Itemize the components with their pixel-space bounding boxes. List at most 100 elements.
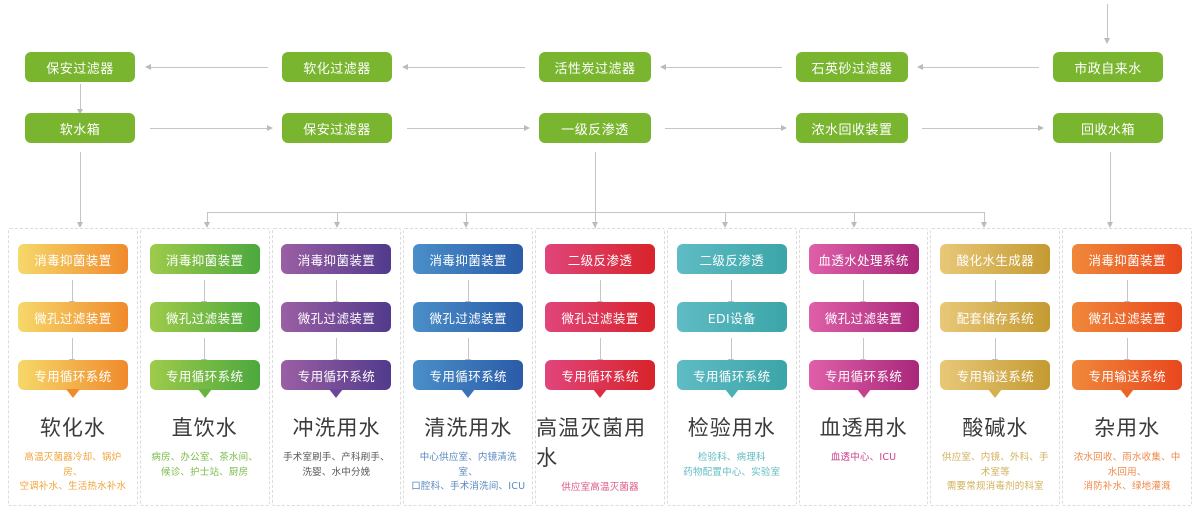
bus-arrow-col1 bbox=[76, 222, 83, 228]
inflow-line bbox=[1107, 4, 1108, 40]
arrow-line-r1-b bbox=[407, 67, 525, 68]
step-connector-sterilization-water-2 bbox=[596, 338, 603, 365]
column-description-laboratory-water: 检验科、病理科药物配置中心、实验室 bbox=[683, 452, 781, 478]
arrow-head-r1-a bbox=[145, 63, 151, 70]
step-dialysis-water-2[interactable]: 微孔过滤装置 bbox=[808, 302, 919, 332]
column-description-acid-alkali-water: 供应室、内镜、外科、手术室等需要常规消毒剂的科室 bbox=[942, 452, 1049, 493]
arrow-line-r2-b bbox=[407, 128, 525, 129]
bus-drop-col4 bbox=[466, 212, 467, 224]
step-drinking-water-2[interactable]: 微孔过滤装置 bbox=[149, 302, 260, 332]
usage-column-drinking-water: 消毒抑菌装置微孔过滤装置专用循环系统直饮水病房、办公室、茶水间、候诊、护士站、厨… bbox=[139, 228, 270, 506]
step-connector-drinking-water-1 bbox=[201, 280, 208, 307]
bus-drop-col6 bbox=[725, 212, 726, 224]
bus-trunk-primary-ro bbox=[595, 152, 596, 228]
step-connector-dialysis-water-1 bbox=[860, 280, 867, 307]
arrow-head-r2-b bbox=[524, 124, 530, 131]
step-laboratory-water-3[interactable]: 专用循环系统 bbox=[676, 360, 787, 398]
step-dialysis-water-1[interactable]: 血透水处理系统 bbox=[808, 244, 919, 274]
node-baoan-filter-1[interactable]: 保安过滤器 bbox=[25, 52, 135, 82]
step-rinse-water-1[interactable]: 消毒抑菌装置 bbox=[281, 244, 392, 274]
step-connector-dialysis-water-2 bbox=[860, 338, 867, 365]
step-wash-water-2[interactable]: 微孔过滤装置 bbox=[413, 302, 524, 332]
step-connector-softened-water-1 bbox=[69, 280, 76, 307]
bus-drop-col3 bbox=[337, 212, 338, 224]
arrow-head-r1-b bbox=[402, 63, 408, 70]
step-sterilization-water-1[interactable]: 二级反渗透 bbox=[545, 244, 656, 274]
bus-arrow-col3 bbox=[333, 222, 340, 228]
step-drinking-water-1[interactable]: 消毒抑菌装置 bbox=[149, 244, 260, 274]
column-title-miscellaneous-water: 杂用水 bbox=[1094, 416, 1161, 440]
distribution-bus bbox=[0, 140, 1200, 232]
column-title-drinking-water: 直饮水 bbox=[171, 416, 238, 440]
step-wash-water-1[interactable]: 消毒抑菌装置 bbox=[413, 244, 524, 274]
column-description-dialysis-water: 血透中心、ICU bbox=[830, 452, 897, 463]
arrow-head-baoan-to-softtank bbox=[76, 109, 83, 115]
column-description-miscellaneous-water: 浓水回收、雨水收集、中水回用、消防补水、绿地灌溉 bbox=[1073, 452, 1181, 493]
node-soft-water-tank[interactable]: 软水箱 bbox=[25, 113, 135, 143]
node-municipal-tap-water[interactable]: 市政自来水 bbox=[1053, 52, 1163, 82]
column-description-rinse-water: 手术室刷手、产科刷手、洗婴、水中分娩 bbox=[283, 452, 390, 478]
node-softening-filter[interactable]: 软化过滤器 bbox=[282, 52, 392, 82]
arrow-line-r2-d bbox=[922, 128, 1039, 129]
node-concentrate-recovery[interactable]: 浓水回收装置 bbox=[796, 113, 908, 143]
bus-arrow-col5 bbox=[591, 222, 598, 228]
step-sterilization-water-2[interactable]: 微孔过滤装置 bbox=[545, 302, 656, 332]
column-title-wash-water: 清洗用水 bbox=[424, 416, 513, 440]
arrow-head-r1-c bbox=[660, 63, 666, 70]
usage-column-wash-water: 消毒抑菌装置微孔过滤装置专用循环系统清洗用水中心供应室、内镜清洗室、口腔科、手术… bbox=[403, 228, 534, 506]
bus-arrow-col2 bbox=[203, 222, 210, 228]
step-connector-rinse-water-2 bbox=[332, 338, 339, 365]
step-miscellaneous-water-1[interactable]: 消毒抑菌装置 bbox=[1072, 244, 1183, 274]
bus-line-col9 bbox=[1110, 152, 1111, 224]
arrow-line-r1-c bbox=[665, 67, 782, 68]
step-rinse-water-3[interactable]: 专用循环系统 bbox=[281, 360, 392, 398]
usage-column-sterilization-water: 二级反渗透微孔过滤装置专用循环系统高温灭菌用水供应室高温灭菌器 bbox=[535, 228, 665, 506]
arrow-head-r2-d bbox=[1038, 124, 1044, 131]
step-acid-alkali-water-3[interactable]: 专用输送系统 bbox=[940, 360, 1051, 398]
arrow-line-r1-d bbox=[922, 67, 1039, 68]
node-activated-carbon-filter[interactable]: 活性炭过滤器 bbox=[539, 52, 651, 82]
usage-column-miscellaneous-water: 消毒抑菌装置微孔过滤装置专用输送系统杂用水浓水回收、雨水收集、中水回用、消防补水… bbox=[1062, 228, 1193, 506]
step-softened-water-2[interactable]: 微孔过滤装置 bbox=[17, 302, 128, 332]
arrow-head-r2-c bbox=[781, 124, 787, 131]
column-title-sterilization-water: 高温灭菌用水 bbox=[536, 416, 647, 470]
step-dialysis-water-3[interactable]: 专用循环系统 bbox=[808, 360, 919, 398]
step-softened-water-1[interactable]: 消毒抑菌装置 bbox=[17, 244, 128, 274]
step-drinking-water-3[interactable]: 专用循环系统 bbox=[149, 360, 260, 398]
node-quartz-sand-filter[interactable]: 石英砂过滤器 bbox=[796, 52, 908, 82]
bus-arrow-col8 bbox=[980, 222, 987, 228]
step-wash-water-3[interactable]: 专用循环系统 bbox=[413, 360, 524, 398]
inflow-arrowhead bbox=[1103, 38, 1110, 44]
column-description-drinking-water: 病房、办公室、茶水间、候诊、护士站、厨房 bbox=[151, 452, 259, 478]
node-primary-ro[interactable]: 一级反渗透 bbox=[539, 113, 651, 143]
column-description-softened-water: 高温灭菌器冷却、锅炉房、空调补水、生活热水补水 bbox=[19, 452, 127, 493]
bus-arrow-col9 bbox=[1106, 222, 1113, 228]
node-baoan-filter-2[interactable]: 保安过滤器 bbox=[282, 113, 392, 143]
column-title-acid-alkali-water: 酸碱水 bbox=[962, 416, 1029, 440]
usage-column-acid-alkali-water: 酸化水生成器配套储存系统专用输送系统酸碱水供应室、内镜、外科、手术室等需要常规消… bbox=[930, 228, 1061, 506]
bus-drop-col2 bbox=[207, 212, 208, 224]
step-laboratory-water-1[interactable]: 二级反渗透 bbox=[676, 244, 787, 274]
bus-arrow-col4 bbox=[462, 222, 469, 228]
step-acid-alkali-water-1[interactable]: 酸化水生成器 bbox=[940, 244, 1051, 274]
step-laboratory-water-2[interactable]: EDI设备 bbox=[676, 302, 787, 332]
step-acid-alkali-water-2[interactable]: 配套储存系统 bbox=[940, 302, 1051, 332]
arrow-head-r2-a bbox=[267, 124, 273, 131]
step-connector-acid-alkali-water-1 bbox=[991, 280, 998, 307]
step-sterilization-water-3[interactable]: 专用循环系统 bbox=[545, 360, 656, 398]
step-rinse-water-2[interactable]: 微孔过滤装置 bbox=[281, 302, 392, 332]
column-title-rinse-water: 冲洗用水 bbox=[292, 416, 381, 440]
bus-drop-col8 bbox=[984, 212, 985, 224]
arrow-line-baoan-to-softtank bbox=[80, 84, 81, 111]
step-miscellaneous-water-3[interactable]: 专用输送系统 bbox=[1072, 360, 1183, 398]
step-connector-sterilization-water-1 bbox=[596, 280, 603, 307]
node-recovery-tank[interactable]: 回收水箱 bbox=[1053, 113, 1163, 143]
usage-column-softened-water: 消毒抑菌装置微孔过滤装置专用循环系统软化水高温灭菌器冷却、锅炉房、空调补水、生活… bbox=[8, 228, 138, 506]
step-connector-laboratory-water-2 bbox=[728, 338, 735, 365]
bus-arrow-col7 bbox=[850, 222, 857, 228]
step-connector-rinse-water-1 bbox=[332, 280, 339, 307]
arrow-line-r2-c bbox=[665, 128, 782, 129]
step-softened-water-3[interactable]: 专用循环系统 bbox=[17, 360, 128, 398]
step-miscellaneous-water-2[interactable]: 微孔过滤装置 bbox=[1072, 302, 1183, 332]
